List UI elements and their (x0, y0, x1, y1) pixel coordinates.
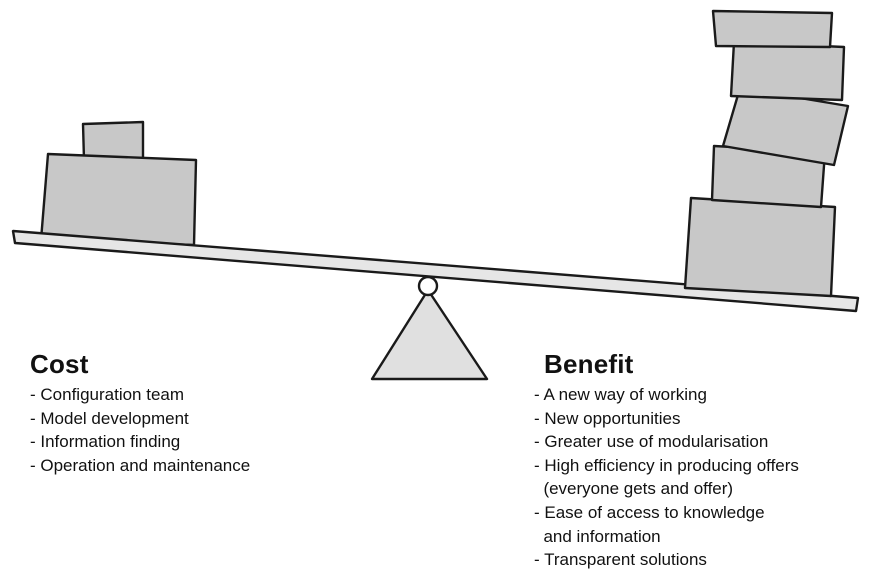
benefit-list-item: (everyone gets and offer) (534, 479, 734, 499)
benefit-list: - A new way of working - New opportuniti… (534, 383, 870, 572)
benefit-list-item: - A new way of working (534, 385, 707, 404)
benefit-list-item: - New opportunities (534, 408, 681, 428)
seesaw-plank (11, 229, 860, 313)
benefit-list-item: - High efficiency in producing offers (534, 455, 799, 475)
cost-list-item: - Information finding (30, 432, 181, 452)
benefit-column: Benefit - A new way of working - New opp… (534, 349, 870, 572)
cost-box-small (81, 120, 145, 162)
benefit-list-item: - Transparent solutions (534, 550, 707, 570)
benefit-title: Benefit (544, 349, 634, 379)
benefit-list-item: and information (534, 526, 661, 546)
cost-list-item: - Model development (30, 408, 189, 428)
benefit-box-4 (729, 40, 846, 102)
fulcrum-pivot (417, 275, 439, 297)
cost-column: Cost - Configuration team - Model develo… (30, 349, 250, 477)
cost-list: - Configuration team - Model development… (30, 383, 250, 477)
benefit-box-base (683, 196, 837, 298)
cost-list-item: - Configuration team (30, 385, 185, 404)
benefit-box-top (711, 9, 834, 49)
cost-list-item: - Operation and maintenance (30, 455, 251, 475)
benefit-list-item: - Ease of access to knowledge (534, 502, 765, 522)
cost-box-large (39, 152, 198, 247)
fulcrum-triangle (370, 288, 489, 381)
cost-title: Cost (30, 349, 89, 379)
benefit-list-item: - Greater use of modularisation (534, 432, 769, 452)
